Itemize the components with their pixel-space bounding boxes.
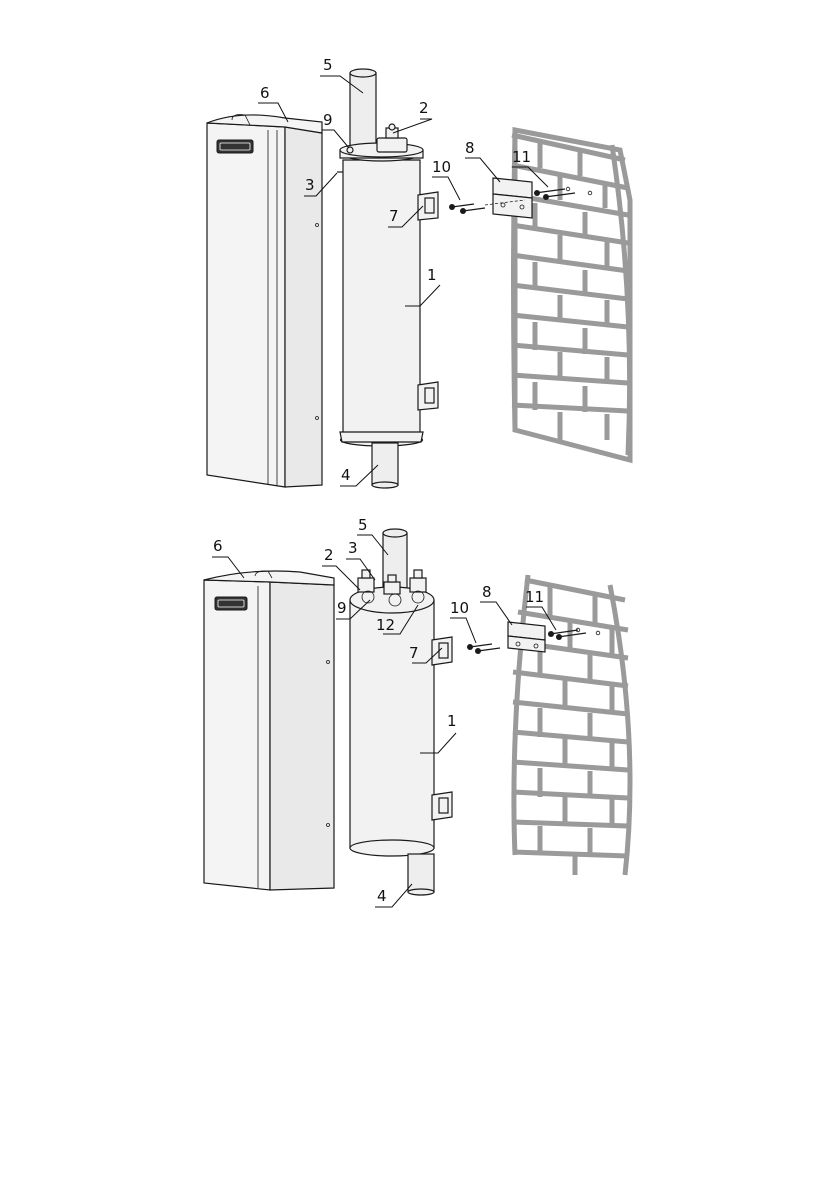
label-part-2-top: 2 xyxy=(419,99,429,117)
label-part-11-top: 11 xyxy=(512,148,531,166)
front-casing-top xyxy=(207,115,322,487)
label-part-4-bottom: 4 xyxy=(377,887,387,905)
label-part-3-bottom: 3 xyxy=(348,539,358,557)
brand-logo-plate-icon xyxy=(215,597,247,610)
label-part-6-bottom: 6 xyxy=(213,537,223,555)
brand-logo-plate-icon xyxy=(217,140,253,153)
label-part-10-bottom: 10 xyxy=(450,599,469,617)
label-part-9-bottom: 9 xyxy=(337,599,347,617)
label-part-1-bottom: 1 xyxy=(447,712,457,730)
label-part-9-top: 9 xyxy=(323,111,333,129)
label-part-2-bottom: 2 xyxy=(324,546,334,564)
label-part-8-top: 8 xyxy=(465,139,475,157)
label-part-3-top: 3 xyxy=(305,176,315,194)
label-part-6-top: 6 xyxy=(260,84,270,102)
brick-wall-top xyxy=(512,130,630,460)
label-part-1-top: 1 xyxy=(427,266,437,284)
label-part-12-bottom: 12 xyxy=(376,616,395,634)
label-part-10-top: 10 xyxy=(432,158,451,176)
label-part-8-bottom: 8 xyxy=(482,583,492,601)
heater-tank-top xyxy=(337,69,438,488)
brick-wall-bottom xyxy=(513,575,630,875)
label-part-5-top: 5 xyxy=(323,56,333,74)
label-part-4-top: 4 xyxy=(341,466,351,484)
figure-bottom: 5 6 3 2 9 12 7 10 8 11 1 4 xyxy=(204,516,630,907)
label-part-7-top: 7 xyxy=(389,207,399,225)
heater-tank-bottom xyxy=(350,529,452,895)
front-casing-bottom xyxy=(204,571,334,890)
label-part-11-bottom: 11 xyxy=(525,588,544,606)
label-part-7-bottom: 7 xyxy=(409,644,419,662)
label-part-5-bottom: 5 xyxy=(358,516,368,534)
figure-top: 5 6 2 9 3 7 8 10 11 1 4 xyxy=(207,56,630,488)
